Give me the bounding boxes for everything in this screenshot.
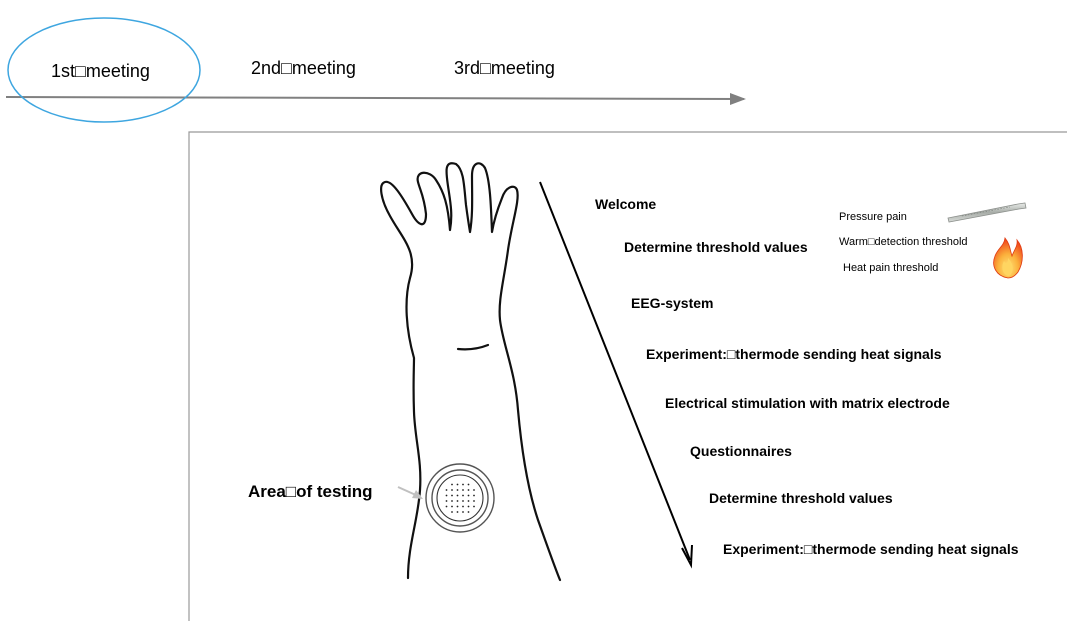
electrode-dot — [457, 495, 459, 497]
meeting-1-label: 1st□meeting — [51, 62, 150, 80]
step-eeg-system: EEG-system — [631, 296, 713, 310]
threshold-warm-detection: Warm□detection threshold — [839, 237, 968, 248]
electrode-dot — [462, 511, 464, 513]
step-experiment-2: Experiment:□thermode sending heat signal… — [723, 542, 1019, 556]
electrode-dot — [457, 489, 459, 491]
electrode-dot — [457, 511, 459, 513]
electrode-dot — [451, 511, 453, 513]
electrode-dot — [457, 506, 459, 508]
electrode-dot — [451, 484, 453, 486]
step-electrical-stimulation: Electrical stimulation with matrix elect… — [665, 396, 950, 410]
electrode-dot — [468, 500, 470, 502]
electrode-dot — [462, 500, 464, 502]
area-of-testing-label: Area□of testing — [248, 483, 373, 500]
step-questionnaires: Questionnaires — [690, 444, 792, 458]
electrode-dot — [473, 506, 475, 508]
electrode-dot — [451, 500, 453, 502]
meeting-2-label: 2nd□meeting — [251, 59, 356, 77]
electrode-dot — [457, 484, 459, 486]
matrix-electrode-icon — [426, 464, 494, 532]
electrode-dot — [468, 511, 470, 513]
electrode-dot — [462, 506, 464, 508]
electrode-dot — [473, 495, 475, 497]
step-experiment-1: Experiment:□thermode sending heat signal… — [646, 347, 942, 361]
electrode-dot — [462, 495, 464, 497]
step-determine-thresholds-1: Determine threshold values — [624, 240, 808, 254]
flame-icon — [994, 238, 1023, 278]
electrode-dot — [446, 495, 448, 497]
electrode-dot — [473, 500, 475, 502]
step-welcome: Welcome — [595, 197, 656, 211]
electrode-dot — [462, 489, 464, 491]
threshold-heat-pain: Heat pain threshold — [843, 263, 938, 274]
electrode-dot — [451, 506, 453, 508]
electrode-dot — [468, 484, 470, 486]
electrode-dot — [451, 489, 453, 491]
electrode-dot — [446, 489, 448, 491]
electrode-dot — [446, 506, 448, 508]
electrode-dot — [468, 495, 470, 497]
meeting-3-label: 3rd□meeting — [454, 59, 555, 77]
step-determine-thresholds-2: Determine threshold values — [709, 491, 893, 505]
electrode-dot — [468, 506, 470, 508]
pressure-algometer-icon — [948, 203, 1026, 222]
electrode-dot — [468, 489, 470, 491]
electrode-dot — [473, 489, 475, 491]
electrode-dot — [457, 500, 459, 502]
timeline-arrow — [6, 97, 744, 99]
threshold-pressure-pain: Pressure pain — [839, 212, 907, 223]
electrode-dot — [451, 495, 453, 497]
electrode-dot — [446, 500, 448, 502]
electrode-dot — [462, 484, 464, 486]
